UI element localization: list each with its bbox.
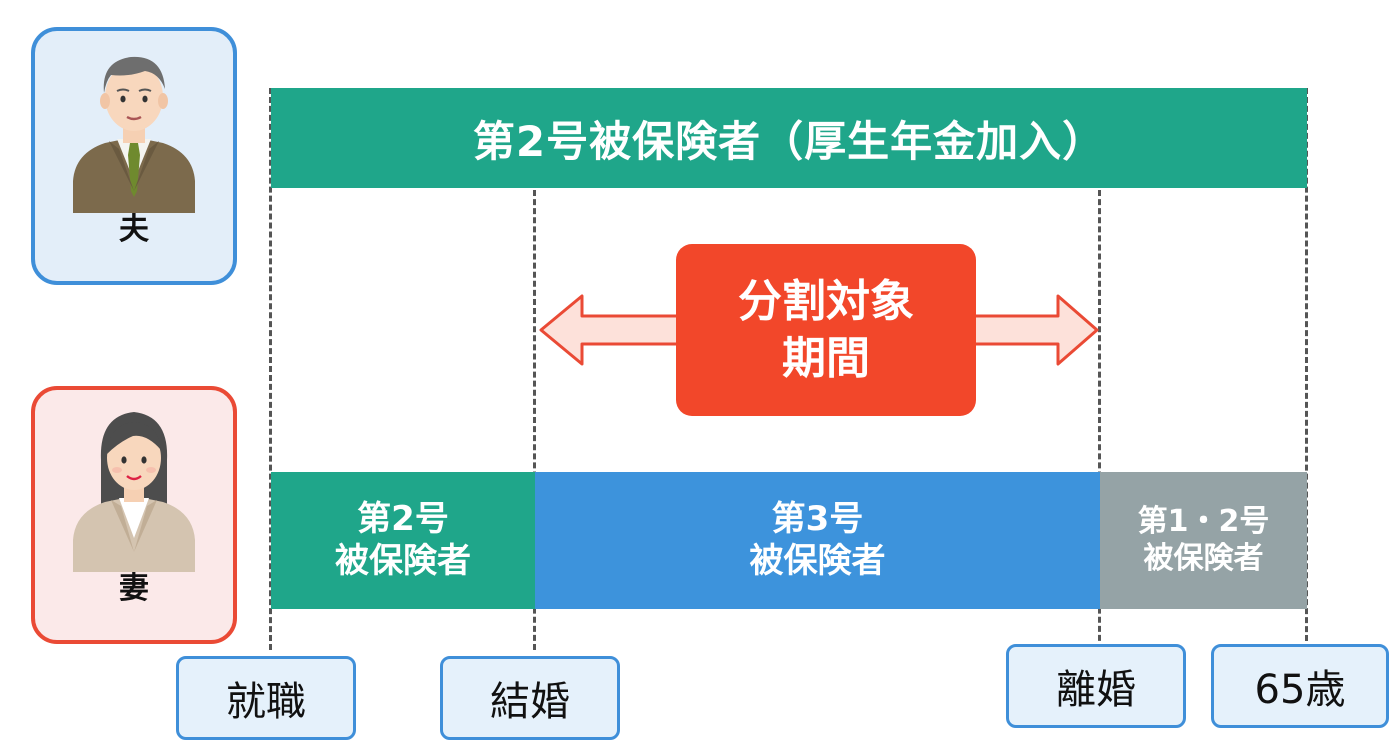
- event-label-employment: 就職: [176, 656, 356, 740]
- event-label-divorce: 離婚: [1006, 644, 1186, 728]
- businessman-avatar-icon: [73, 56, 195, 213]
- husband-insured-bar: 第2号被保険者（厚生年金加入）: [271, 88, 1307, 188]
- event-label-age-65: 65歳: [1211, 644, 1389, 728]
- husband-label: 夫: [119, 212, 149, 247]
- segment-line2: 被保険者: [749, 540, 886, 581]
- businesswoman-avatar-icon: [73, 412, 195, 572]
- segment-line1: 第1・2号: [1137, 503, 1270, 539]
- split-period-line2: 期間: [782, 333, 870, 384]
- husband-card: 夫: [31, 27, 237, 285]
- segment-line2: 被保険者: [1143, 540, 1264, 576]
- segment-line2: 被保険者: [335, 540, 471, 581]
- wife-segment-1st-2nd-insured: 第1・2号 被保険者: [1100, 472, 1307, 609]
- segment-line1: 第2号: [357, 499, 449, 540]
- wife-segment-3rd-insured: 第3号 被保険者: [535, 472, 1100, 609]
- husband-insured-text: 第2号被保険者（厚生年金加入）: [472, 116, 1106, 166]
- timeline-marker-line: [1305, 88, 1308, 650]
- segment-line1: 第3号: [771, 499, 864, 540]
- split-target-period-box: 分割対象 期間: [676, 244, 976, 416]
- split-period-line1: 分割対象: [738, 275, 914, 327]
- timeline-marker-line: [1098, 190, 1101, 650]
- wife-card: 妻: [31, 386, 237, 644]
- wife-label: 妻: [119, 571, 149, 606]
- timeline-marker-line: [533, 190, 536, 650]
- event-label-marriage: 結婚: [440, 656, 620, 740]
- wife-segment-2nd-insured: 第2号 被保険者: [271, 472, 535, 609]
- timeline-marker-line: [269, 88, 272, 650]
